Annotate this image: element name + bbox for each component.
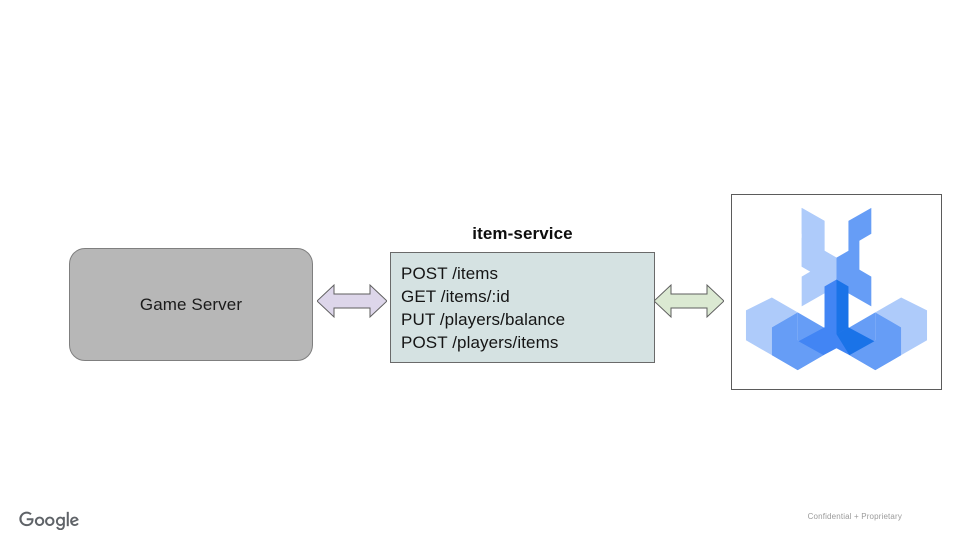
double-arrow-shape bbox=[317, 283, 387, 319]
endpoint-row: POST /items bbox=[401, 264, 499, 283]
confidentiality-note: Confidential + Proprietary bbox=[807, 512, 902, 521]
item-service-title: item-service bbox=[472, 224, 573, 243]
game-server-label: Game Server bbox=[139, 294, 243, 314]
three-pronged-wrench-icon bbox=[745, 207, 928, 371]
google-wordmark bbox=[16, 506, 87, 530]
endpoint-row: GET /items/:id bbox=[401, 287, 510, 306]
endpoint-row: POST /players/items bbox=[401, 333, 559, 352]
connector-item-service-to-tool[interactable] bbox=[654, 281, 724, 321]
endpoint-row: PUT /players/balance bbox=[401, 310, 566, 329]
connector-game-server-to-item-service[interactable] bbox=[317, 281, 387, 321]
tool-logo-frame bbox=[731, 194, 942, 390]
node-game-server[interactable]: Game Server bbox=[69, 248, 313, 361]
node-item-service[interactable]: POST /items GET /items/:id PUT /players/… bbox=[390, 252, 655, 363]
double-arrow-shape bbox=[654, 283, 724, 319]
